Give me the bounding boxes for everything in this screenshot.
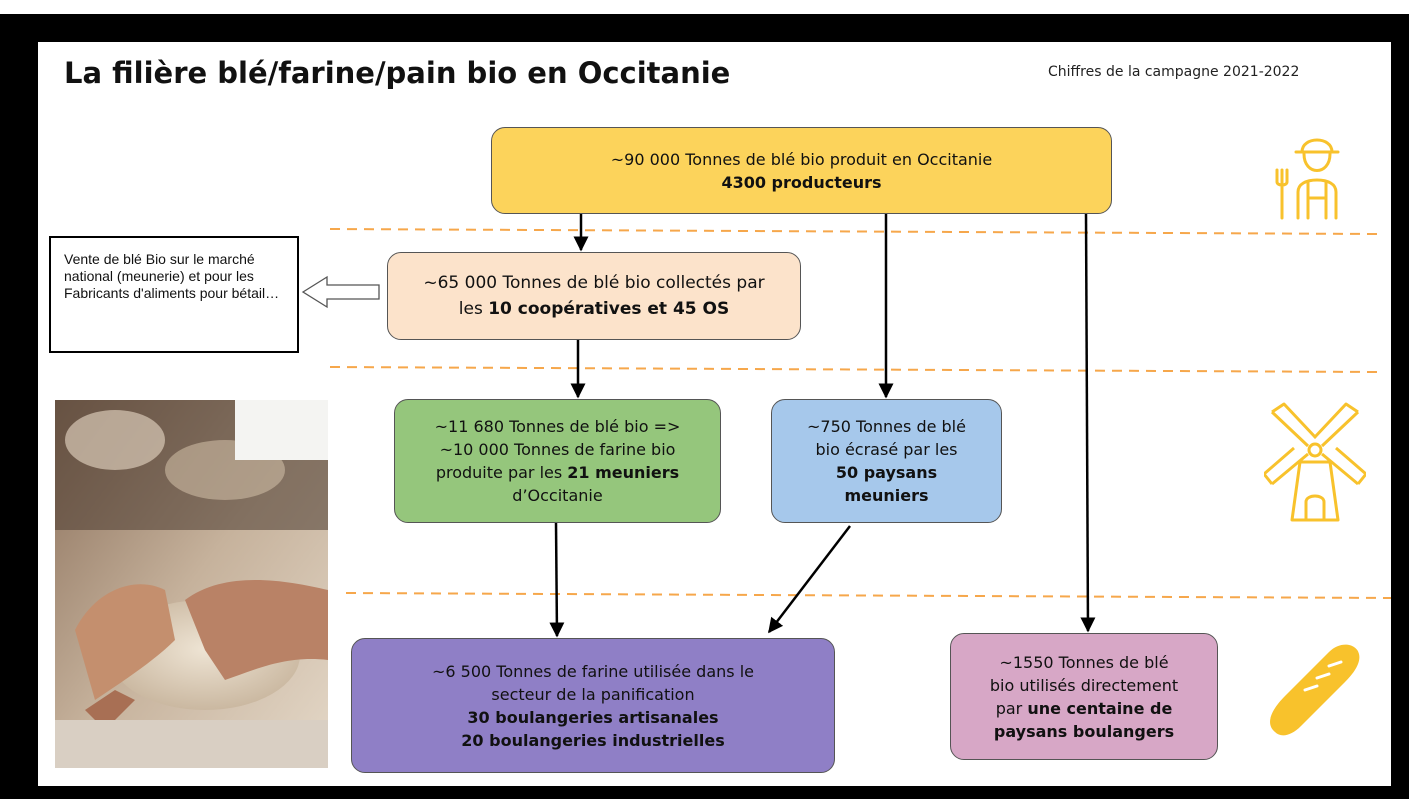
collect-bold: 10 coopératives et 45 OS <box>488 299 730 319</box>
collect-box: ~65 000 Tonnes de blé bio collectés par … <box>387 252 801 340</box>
farm-bakers-box: ~1550 Tonnes de blé bio utilisés directe… <box>950 633 1218 760</box>
windmill-icon <box>1264 402 1366 522</box>
farm-mills-line1: ~750 Tonnes de blé <box>807 417 966 436</box>
separator-line-1 <box>329 228 1379 235</box>
baguette-icon <box>1270 644 1360 736</box>
mills-line3: produite par les 21 meuniers <box>436 461 679 484</box>
bakery-line1: ~6 500 Tonnes de farine utilisée dans le <box>432 661 754 681</box>
bakery-bold2: 20 boulangeries industrielles <box>461 730 725 750</box>
farm-bakers-bold2: paysans boulangers <box>993 721 1175 741</box>
farmer-icon <box>1275 138 1340 220</box>
diagram-slide: La filière blé/farine/pain bio en Occita… <box>38 42 1391 786</box>
farm-mills-bold1: 50 paysans <box>835 463 938 482</box>
arrow-mills-to-bakery <box>549 522 565 638</box>
farm-mills-line2: bio écrasé par les <box>815 440 958 459</box>
farm-bakers-prefix: par <box>995 698 1028 718</box>
mills-line2: ~10 000 Tonnes de farine bio <box>439 440 676 459</box>
farm-mills-box: ~750 Tonnes de blé bio écrasé par les 50… <box>771 399 1002 523</box>
hollow-arrow-to-national <box>301 275 380 309</box>
farm-bakers-line2: bio utilisés directement <box>989 675 1179 695</box>
page-title: La filière blé/farine/pain bio en Occita… <box>64 56 731 90</box>
collect-line2: les 10 coopératives et 45 OS <box>459 296 729 322</box>
separator-line-2 <box>329 366 1379 373</box>
connectors-layer <box>301 213 1391 638</box>
farm-mills-bold2: meuniers <box>844 486 929 505</box>
production-bold: 4300 producteurs <box>721 172 882 192</box>
arrow-production-to-farm-bakers <box>1080 213 1096 633</box>
bakery-bold1: 30 boulangeries artisanales <box>467 707 719 727</box>
mills-line4: d’Occitanie <box>512 486 603 505</box>
production-box: ~90 000 Tonnes de blé bio produit en Occ… <box>491 127 1112 214</box>
bakery-line2: secteur de la panification <box>491 684 695 704</box>
mills-box: ~11 680 Tonnes de blé bio => ~10 000 Ton… <box>394 399 721 523</box>
separator-line-3 <box>345 592 1391 599</box>
mills-line1: ~11 680 Tonnes de blé bio => <box>434 417 681 436</box>
bakery-box: ~6 500 Tonnes de farine utilisée dans le… <box>351 638 835 773</box>
campaign-subtitle: Chiffres de la campagne 2021-2022 <box>1048 64 1300 80</box>
collect-line1: ~65 000 Tonnes de blé bio collectés par <box>423 273 765 293</box>
farm-bakers-line1: ~1550 Tonnes de blé <box>999 652 1169 672</box>
national-market-box: Vente de blé Bio sur le marché national … <box>49 236 299 353</box>
production-line1: ~90 000 Tonnes de blé bio produit en Occ… <box>610 149 993 169</box>
farm-bakers-bold1: une centaine de <box>1027 698 1173 718</box>
farm-bakers-line3: par une centaine de <box>996 697 1173 720</box>
top-strip <box>0 0 1409 14</box>
mills-bold: 21 meuniers <box>567 463 680 482</box>
collect-prefix: les <box>458 299 489 319</box>
bread-kneading-photo <box>55 400 328 768</box>
mills-prefix: produite par les <box>435 463 568 482</box>
arrow-farm-mills-to-bakery <box>768 525 851 634</box>
